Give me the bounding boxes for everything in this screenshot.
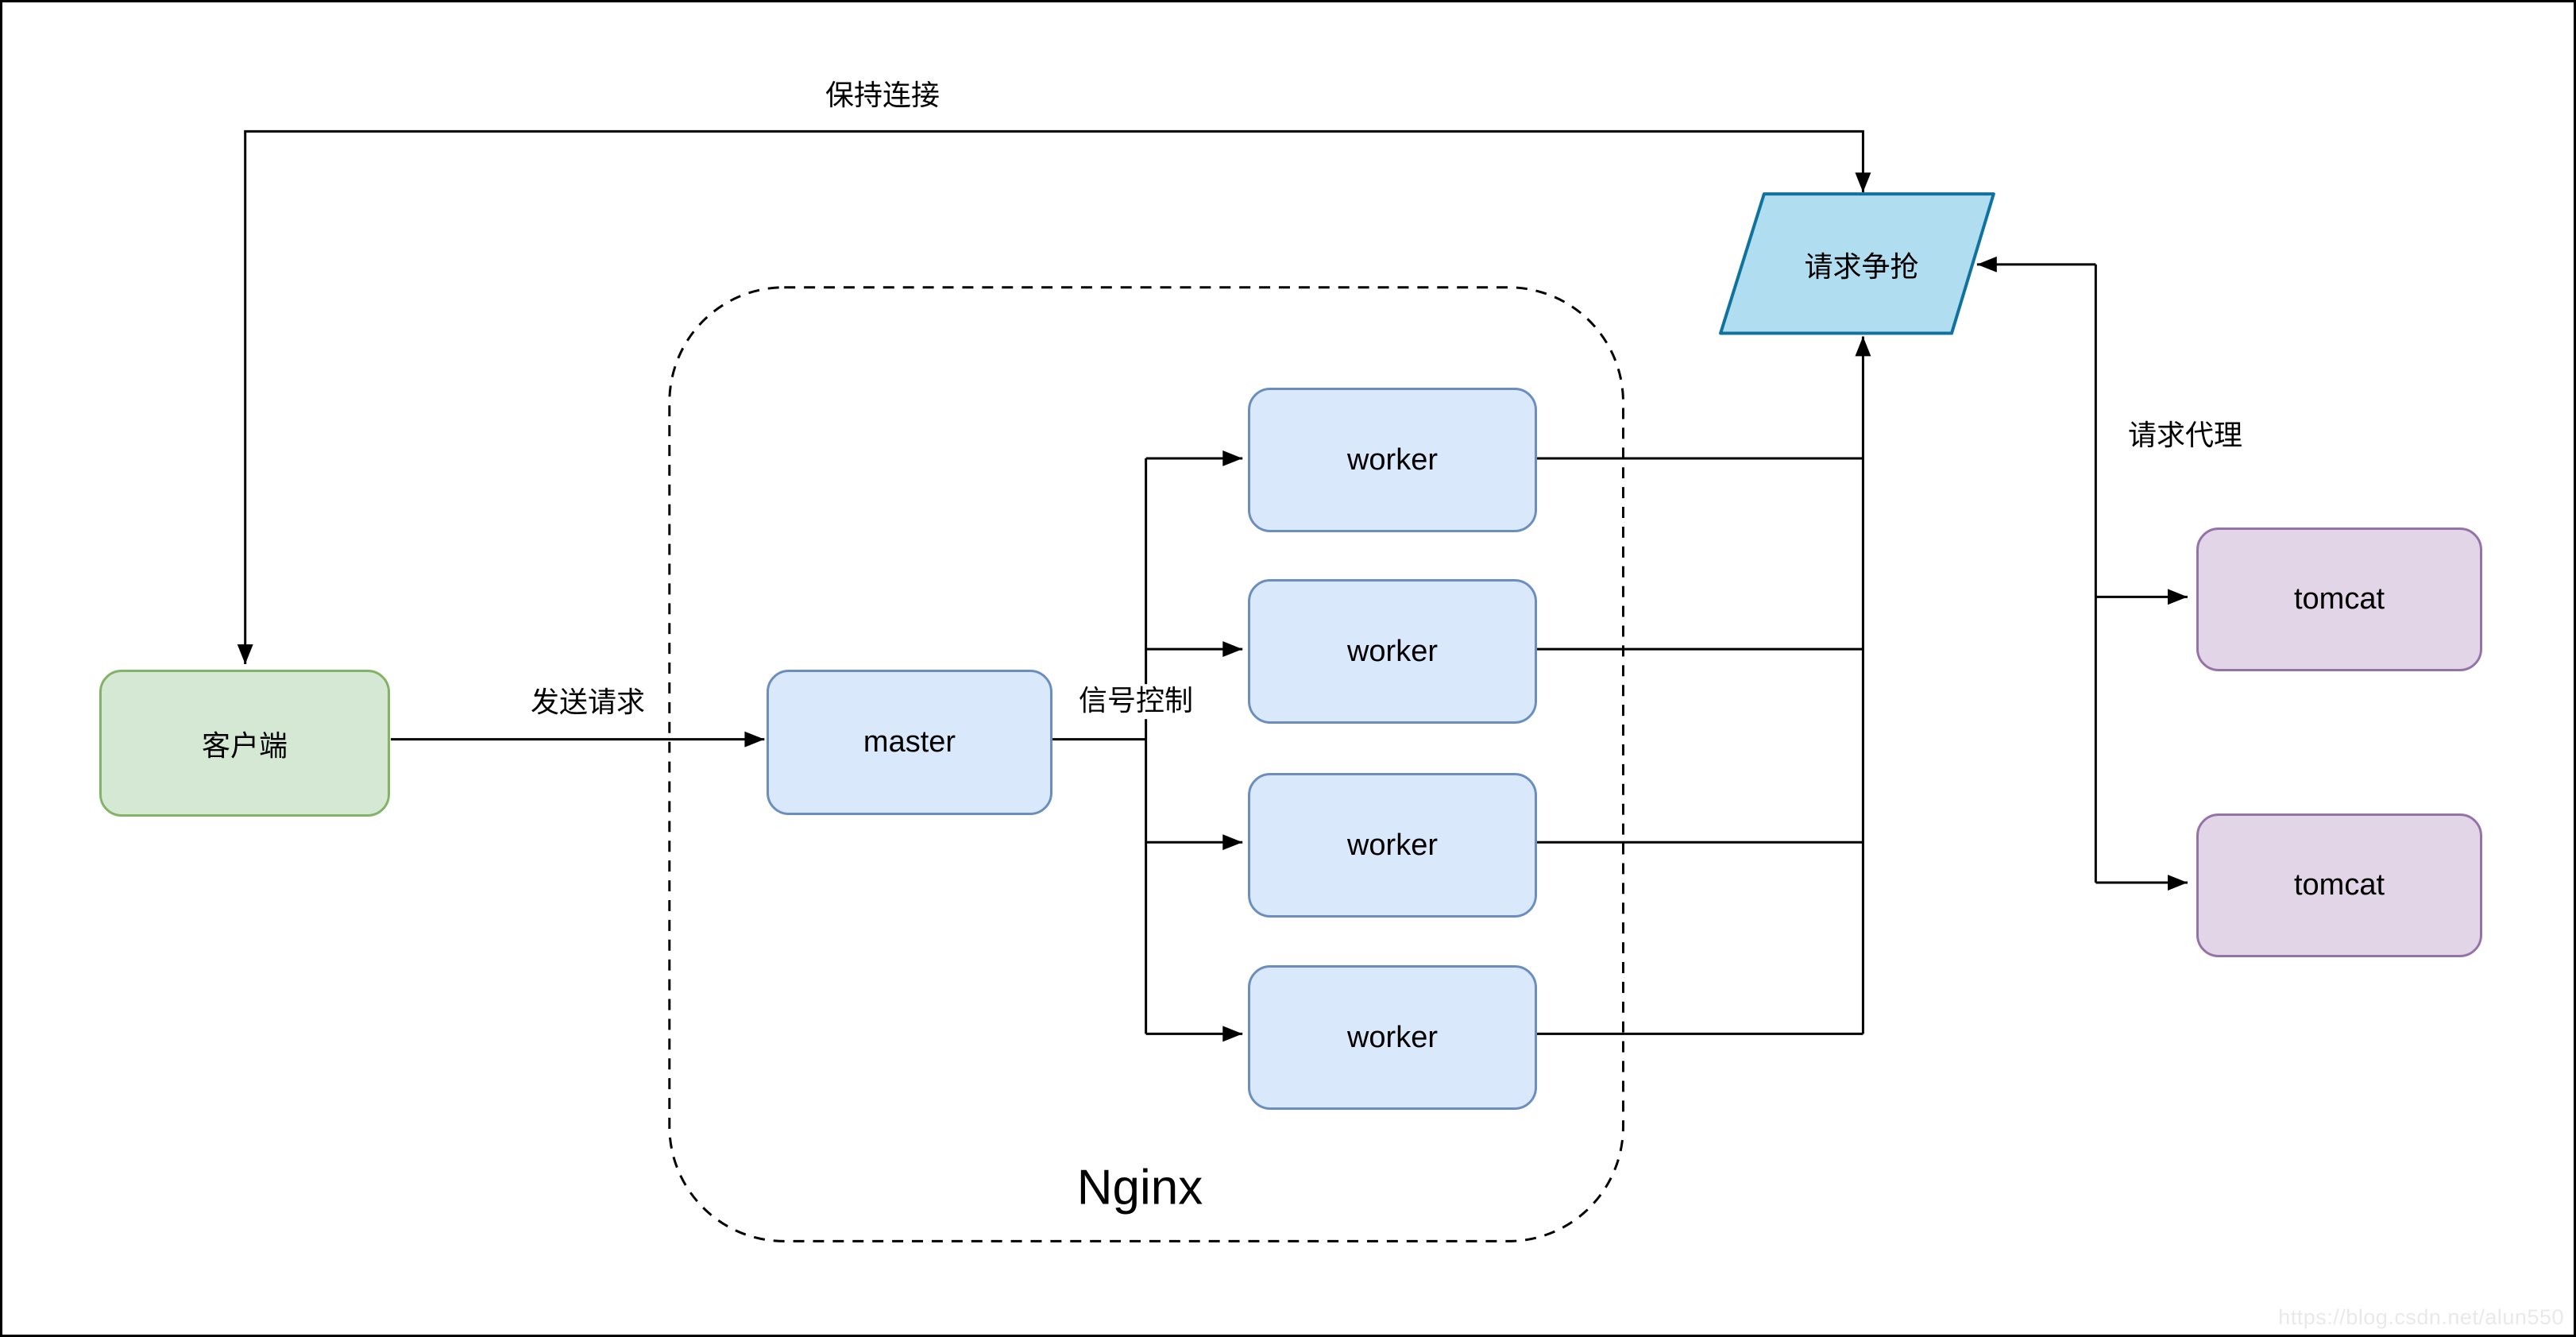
worker-node-1: worker xyxy=(1248,388,1537,532)
keep-alive-label: 保持连接 xyxy=(818,79,947,114)
master-node: master xyxy=(767,670,1052,815)
nginx-container-label: Nginx xyxy=(1076,1160,1203,1215)
watermark-text: https://blog.csdn.net/alun550 xyxy=(2278,1305,2564,1329)
worker-node-2: worker xyxy=(1248,579,1537,724)
send-request-label: 发送请求 xyxy=(523,686,652,721)
edge-keep-alive xyxy=(237,129,1871,665)
worker-node-4: worker xyxy=(1248,965,1537,1110)
tomcat-node-1: tomcat xyxy=(2196,527,2482,671)
contention-node-label: 请求争抢 xyxy=(1804,251,1919,283)
signal-control-label: 信号控制 xyxy=(1072,684,1200,719)
worker-node-3: worker xyxy=(1248,773,1537,918)
request-proxy-label: 请求代理 xyxy=(2121,419,2250,454)
client-node: 客户端 xyxy=(99,670,390,817)
tomcat-node-2: tomcat xyxy=(2196,813,2482,957)
